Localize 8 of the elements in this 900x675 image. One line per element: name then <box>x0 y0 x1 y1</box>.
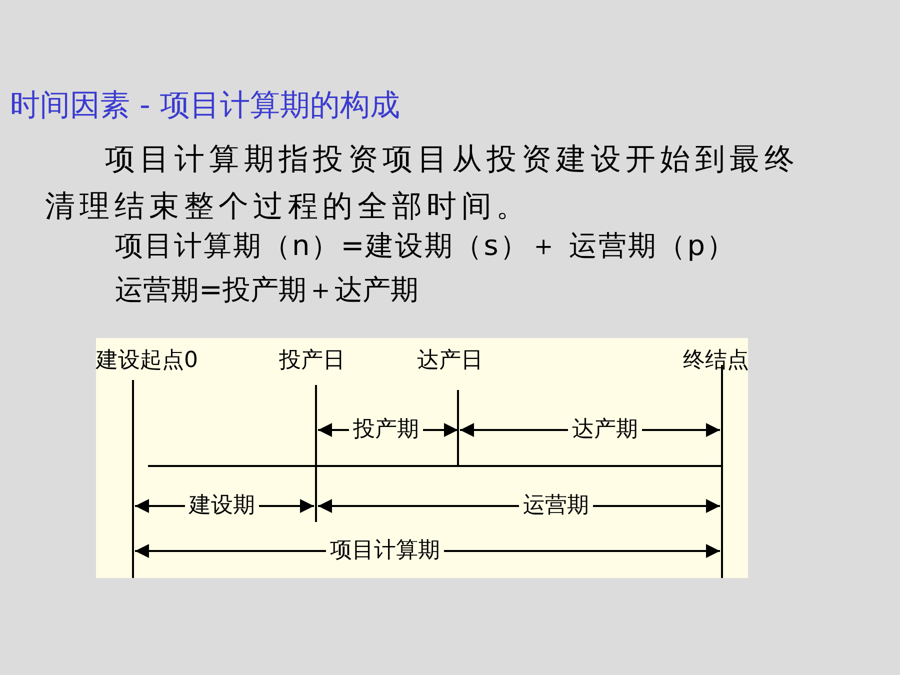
paragraph: 项目计算期指投资项目从投资建设开始到最终清理结束整个过程的全部时间。 <box>45 141 800 226</box>
title: 时间因素 - 项目计算期的构成 <box>10 87 400 125</box>
formula-line: 项目计算期（n）=建设期（s）＋ 运营期（p） <box>115 228 736 264</box>
formula-line: 运营期=投产期＋达产期 <box>115 272 418 308</box>
point-label: 达产日 <box>417 347 483 375</box>
point-label: 建设起点0 <box>96 347 198 375</box>
point-label: 投产日 <box>279 347 345 375</box>
point-label: 终结点 <box>683 347 749 375</box>
